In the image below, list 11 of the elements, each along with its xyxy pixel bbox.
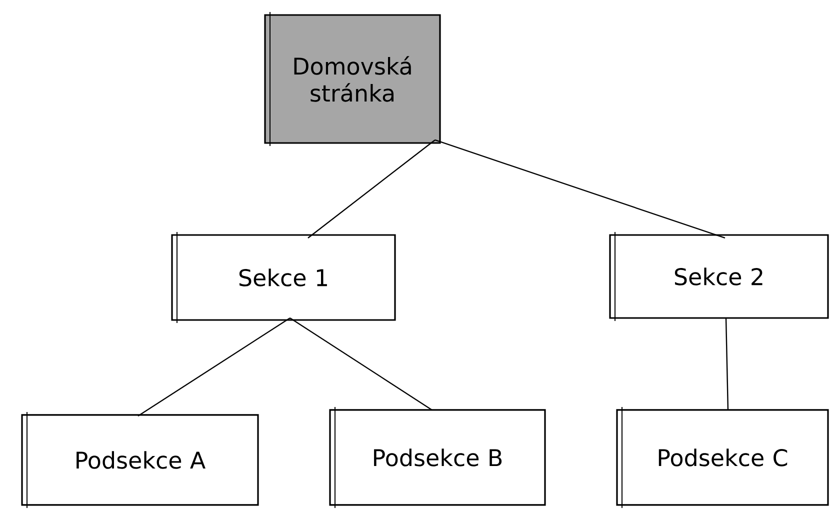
- connector-line: [434, 139, 726, 239]
- section-box: Sekce 1: [171, 234, 396, 321]
- section-box: Sekce 2: [609, 234, 829, 319]
- connector-line: [308, 140, 436, 238]
- connector-line: [290, 317, 432, 410]
- connector-line: [138, 317, 290, 416]
- section-box: Podsekce B: [329, 409, 546, 506]
- section-box: Podsekce C: [616, 409, 829, 506]
- section-box: Podsekce A: [21, 414, 259, 506]
- page-box: Domovská stránka: [264, 14, 441, 144]
- connector-line: [725, 318, 729, 410]
